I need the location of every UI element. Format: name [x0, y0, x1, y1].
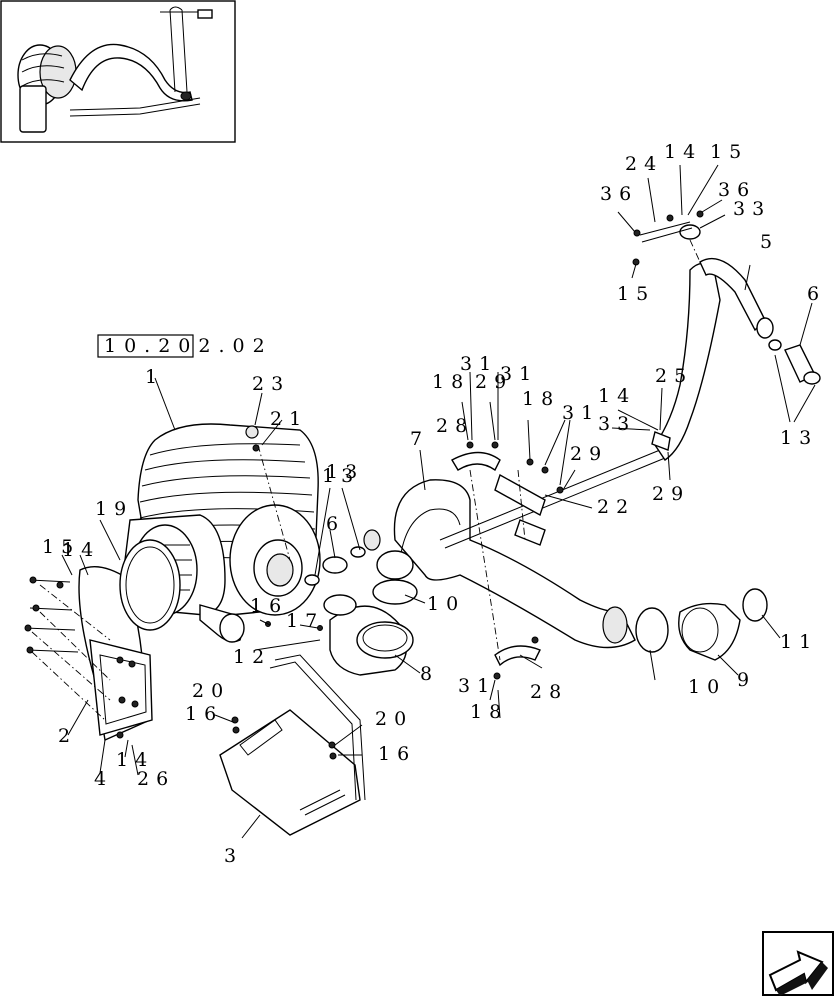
main-air-pipe — [363, 449, 666, 649]
hose-clamp-right — [635, 607, 669, 653]
support-clamp-hardware — [632, 210, 704, 266]
callout-2: 2 — [58, 725, 77, 747]
assembly-thumbnail-icon[interactable] — [0, 0, 236, 143]
callout-22: 22 — [597, 496, 635, 518]
callout-7: 7 — [410, 428, 429, 450]
callout-8: 8 — [420, 663, 439, 685]
callout-28-top: 28 — [436, 415, 474, 437]
callout-10-right: 10 — [688, 676, 726, 698]
hose-clamp — [372, 579, 418, 605]
callout-14-top: 14 — [664, 141, 702, 163]
mounting-bracket — [219, 654, 366, 836]
callout-23: 23 — [252, 373, 290, 395]
callout-18-bottom: 18 — [470, 701, 508, 723]
callout-6-left: 6 — [326, 513, 345, 535]
callout-15-left: 15 — [42, 536, 80, 558]
callout-20-left: 20 — [192, 680, 230, 702]
callout-1: 1 — [145, 366, 164, 388]
upper-intake-pipe — [654, 257, 774, 461]
callout-13-right: 13 — [780, 427, 818, 449]
callout-36-left: 36 — [600, 183, 638, 205]
callout-9: 9 — [737, 669, 756, 691]
callout-15-top: 15 — [710, 141, 748, 163]
reference-box — [97, 334, 194, 358]
callout-29-mid: 29 — [570, 443, 608, 465]
end-clamp — [742, 588, 768, 622]
callout-16-left: 16 — [185, 703, 223, 725]
screw-23 — [245, 425, 259, 439]
callout-24: 24 — [625, 153, 663, 175]
callout-33-top: 33 — [733, 198, 771, 220]
callout-17: 17 — [286, 610, 324, 632]
callout-18-top-b: 18 — [522, 388, 560, 410]
gasket — [119, 539, 181, 631]
callout-28-bottom: 28 — [530, 681, 568, 703]
callout-19: 19 — [95, 498, 133, 520]
elbow-hose — [329, 605, 414, 676]
callout-12: 12 — [233, 646, 271, 668]
small-sleeve-6 — [322, 556, 348, 574]
callout-13-mid: 13 — [326, 461, 364, 483]
callout-10-left: 10 — [427, 593, 465, 615]
callout-5: 5 — [760, 231, 779, 253]
callout-29-top: 29 — [475, 371, 513, 393]
callout-31-bottom: 31 — [458, 675, 496, 697]
next-page-arrow-icon[interactable] — [762, 931, 834, 996]
callout-4: 4 — [94, 768, 113, 790]
callout-21: 21 — [270, 408, 308, 430]
reducer-adapter — [678, 602, 741, 661]
pipe-brackets — [451, 431, 671, 680]
callout-11: 11 — [780, 631, 818, 653]
callout-26: 26 — [137, 768, 175, 790]
callout-14-left: 14 — [62, 539, 100, 561]
callout-36-right: 36 — [718, 179, 756, 201]
callout-15-bottom: 15 — [617, 283, 655, 305]
callout-13-left: 13 — [322, 465, 360, 487]
callout-29-right: 29 — [652, 483, 690, 505]
callout-25: 25 — [655, 365, 693, 387]
reference-number: 10.202.02 — [104, 335, 273, 357]
callout-16-right: 16 — [378, 743, 416, 765]
callout-33-mid: 33 — [598, 413, 636, 435]
callout-3: 3 — [224, 845, 243, 867]
callout-31-top-b: 31 — [500, 363, 538, 385]
callout-31-mid: 31 — [562, 402, 600, 424]
callout-31-top-a: 31 — [460, 353, 498, 375]
callout-20-right: 20 — [375, 708, 413, 730]
callout-16-mid: 16 — [250, 595, 288, 617]
callout-14-bottom: 14 — [116, 749, 154, 771]
callout-18-top-a: 18 — [432, 371, 470, 393]
callout-6-right: 6 — [807, 283, 826, 305]
callout-14-mid: 14 — [598, 385, 636, 407]
